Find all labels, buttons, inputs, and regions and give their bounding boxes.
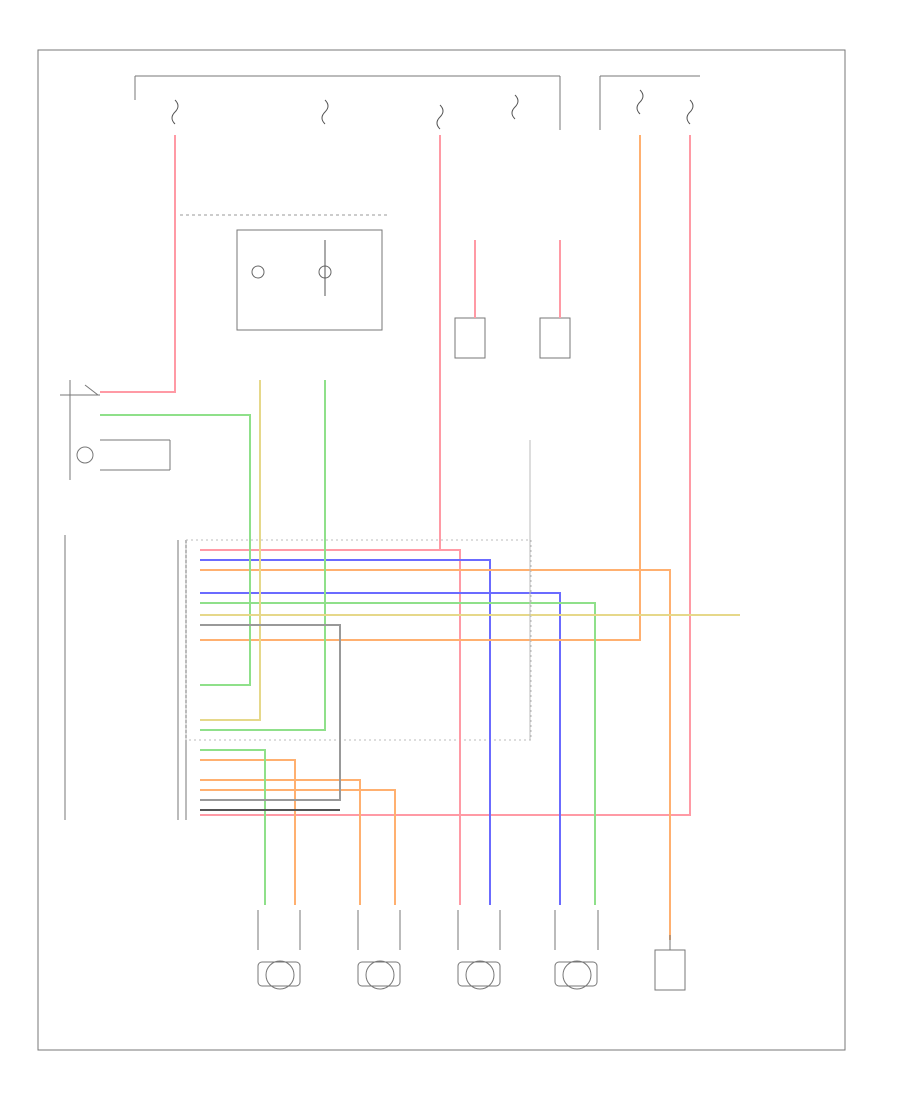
wire-orange-3 xyxy=(200,789,396,905)
abs-relay-box xyxy=(236,229,383,331)
fuse-box-strip xyxy=(134,75,700,130)
fuse-right-b xyxy=(636,89,644,115)
fuse-right-c xyxy=(686,99,694,125)
wire-orange-right xyxy=(200,135,641,641)
wheel-speed-sensor-4 xyxy=(554,910,599,990)
wire-orange-4 xyxy=(200,779,361,905)
diagram-border xyxy=(37,49,846,1051)
fuse-top-left xyxy=(171,99,179,125)
wire-red-1 xyxy=(100,135,176,393)
wheel-speed-sensor-2 xyxy=(357,910,401,990)
stop-lamp-switch-right xyxy=(539,317,571,359)
wheel-speed-sensor-3 xyxy=(457,910,501,990)
abs-switch-connectors xyxy=(100,439,171,471)
wire-orange-2 xyxy=(200,759,296,905)
stop-lamp-switch-left xyxy=(454,317,486,359)
wire-green-4 xyxy=(200,749,266,905)
wire-blue-2 xyxy=(200,592,561,905)
wire-yellow-1 xyxy=(200,380,261,721)
brake-fluid-switch xyxy=(654,935,686,991)
wire-blue-1 xyxy=(200,559,491,905)
wire-red-center-2 xyxy=(440,549,461,905)
relay-coil-1 xyxy=(251,265,265,279)
wires xyxy=(100,135,740,940)
wire-gray-1 xyxy=(200,624,341,801)
fuse-symbols xyxy=(171,89,694,130)
abs-control-module xyxy=(64,535,187,820)
wire-green-2 xyxy=(200,380,326,731)
wire-orange-1 xyxy=(200,569,671,940)
wire-red-right xyxy=(200,135,691,816)
wire-green-1 xyxy=(100,414,251,686)
fuse-center-right xyxy=(436,104,444,130)
fuse-right-a xyxy=(511,94,519,120)
abs-switch xyxy=(60,380,100,480)
fuse-center xyxy=(321,99,329,125)
wire-red-center xyxy=(200,135,441,551)
wire-green-3 xyxy=(200,602,596,905)
wheel-speed-sensor-1 xyxy=(257,910,301,990)
